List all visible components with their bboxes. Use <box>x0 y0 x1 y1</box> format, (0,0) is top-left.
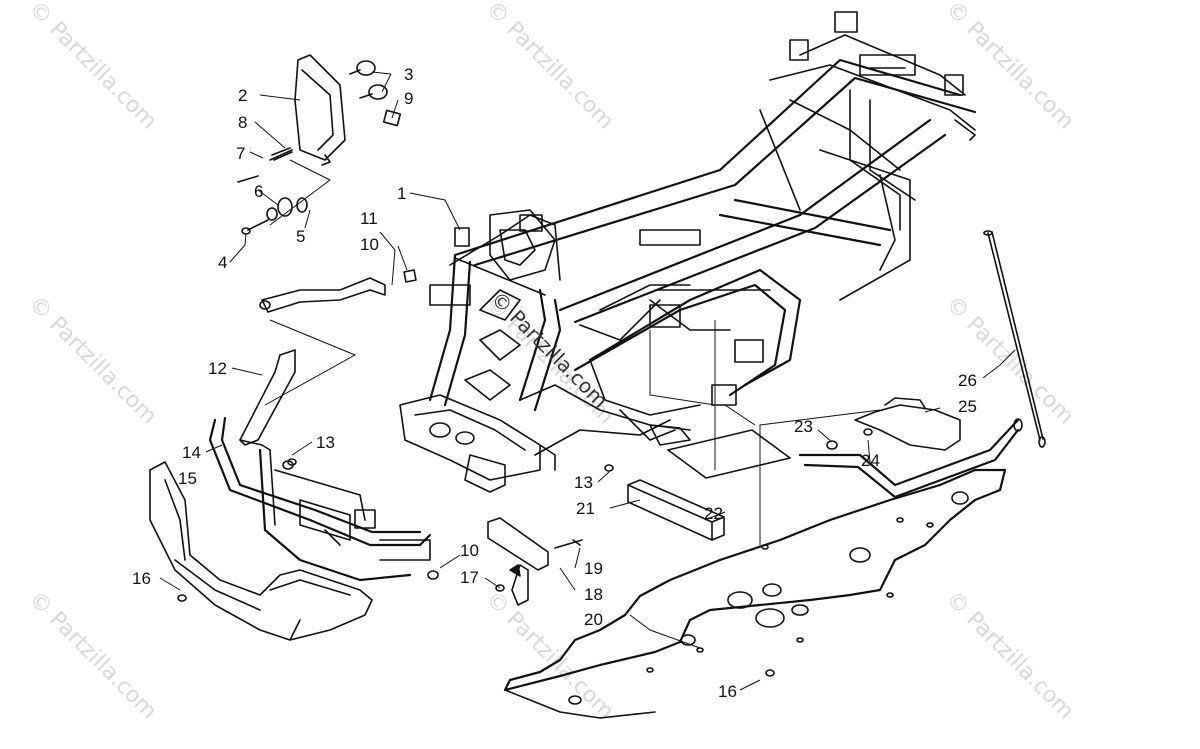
bracket-11 <box>259 269 417 313</box>
callout-label-16a: 16 <box>132 569 151 588</box>
guide-lines <box>264 159 881 545</box>
callout-label-8: 8 <box>238 113 247 132</box>
small-hardware <box>287 440 838 472</box>
callout-label-2: 2 <box>238 86 247 105</box>
watermark: © Partzilla.com <box>24 292 162 430</box>
callout-label-6: 6 <box>254 182 263 201</box>
bracket-18 <box>487 517 583 606</box>
callout-label-5: 5 <box>296 227 305 246</box>
callout-label-19: 19 <box>584 559 603 578</box>
callout-label-7: 7 <box>236 144 245 163</box>
watermark: © Partzilla.com <box>486 287 612 413</box>
callout-label-3: 3 <box>404 65 413 84</box>
callout-leaders <box>159 71 1016 691</box>
callout-label-15: 15 <box>178 469 197 488</box>
skid-plate-20 <box>503 468 1007 719</box>
watermark: © Partzilla.com <box>481 587 619 725</box>
callout-label-11: 11 <box>360 209 378 228</box>
callout-label-18: 18 <box>584 585 603 604</box>
callout-labels: 1 2 3 4 5 6 7 8 9 10 10 11 12 13 13 14 1… <box>132 65 977 701</box>
pads-21-22 <box>627 429 791 541</box>
watermark: © Partzilla.com <box>941 587 1079 725</box>
front-bumper-14 <box>208 416 439 582</box>
callout-label-12: 12 <box>208 359 227 378</box>
callout-label-14: 14 <box>182 443 201 462</box>
headlight-bracket <box>294 54 346 166</box>
callout-label-13a: 13 <box>316 433 335 452</box>
callout-label-10a: 10 <box>360 235 379 254</box>
callout-label-21: 21 <box>576 499 595 518</box>
hardware-4-8 <box>237 147 308 235</box>
footrest-25 <box>798 397 1023 499</box>
callout-label-25: 25 <box>958 397 977 416</box>
callout-label-26: 26 <box>958 371 977 390</box>
callout-label-13b: 13 <box>574 473 593 492</box>
callout-label-16b: 16 <box>718 682 737 701</box>
main-frame <box>399 11 977 493</box>
watermark: © Partzilla.com <box>24 0 162 134</box>
watermark: © Partzilla.com <box>24 587 162 725</box>
callout-label-23: 23 <box>794 417 813 436</box>
callout-label-17: 17 <box>460 568 479 587</box>
callout-label-10b: 10 <box>460 541 479 560</box>
callout-label-1: 1 <box>397 184 406 203</box>
callout-label-24: 24 <box>861 451 880 470</box>
watermark: © Partzilla.com <box>481 0 619 134</box>
callout-label-4: 4 <box>218 253 227 272</box>
bumper-bracket-12 <box>239 349 296 451</box>
callout-label-9: 9 <box>404 89 413 108</box>
callout-label-20: 20 <box>584 610 603 629</box>
watermark: © Partzilla.com <box>941 0 1079 134</box>
center-watermark: © Partzilla.com <box>486 287 612 413</box>
callout-label-22: 22 <box>704 504 723 523</box>
rod-26 <box>983 230 1046 448</box>
front-fascia-15 <box>149 461 373 641</box>
